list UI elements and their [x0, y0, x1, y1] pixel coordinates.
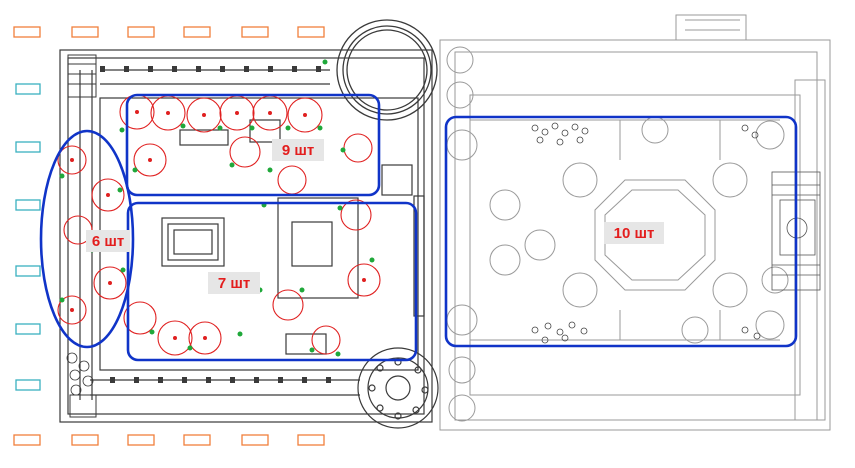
- zone-label-middle: 7 шт: [208, 272, 260, 294]
- cyan-lamps: [15, 83, 41, 391]
- zone-outline-top-rect: [125, 93, 381, 197]
- zone-outline-right-rect: [444, 115, 798, 348]
- zone-label-middle-text: 7 шт: [218, 275, 250, 292]
- planting-lower-left: [66, 352, 94, 396]
- zone-label-left: 6 шт: [86, 230, 130, 252]
- dots-green: [59, 59, 375, 357]
- zone-label-top: 9 шт: [272, 139, 324, 161]
- stair-blocks: [67, 54, 97, 418]
- zone-label-left-text: 6 шт: [92, 233, 124, 250]
- orange-lamps: [13, 26, 325, 446]
- zone-label-right: 10 шт: [604, 222, 664, 244]
- dots-red: [70, 110, 366, 340]
- tree-circles: [57, 94, 381, 356]
- zone-label-right-text: 10 шт: [614, 225, 655, 242]
- zone-label-top-text: 9 шт: [282, 142, 314, 159]
- zone-outlines: [39, 93, 798, 362]
- annex-seating: [531, 122, 761, 344]
- zone-outline-left-oval: [39, 129, 135, 349]
- main-building-columns: [100, 66, 331, 383]
- round-tower: [336, 19, 438, 121]
- zone-outline-middle-rect: [126, 201, 418, 362]
- rotunda: [357, 347, 439, 429]
